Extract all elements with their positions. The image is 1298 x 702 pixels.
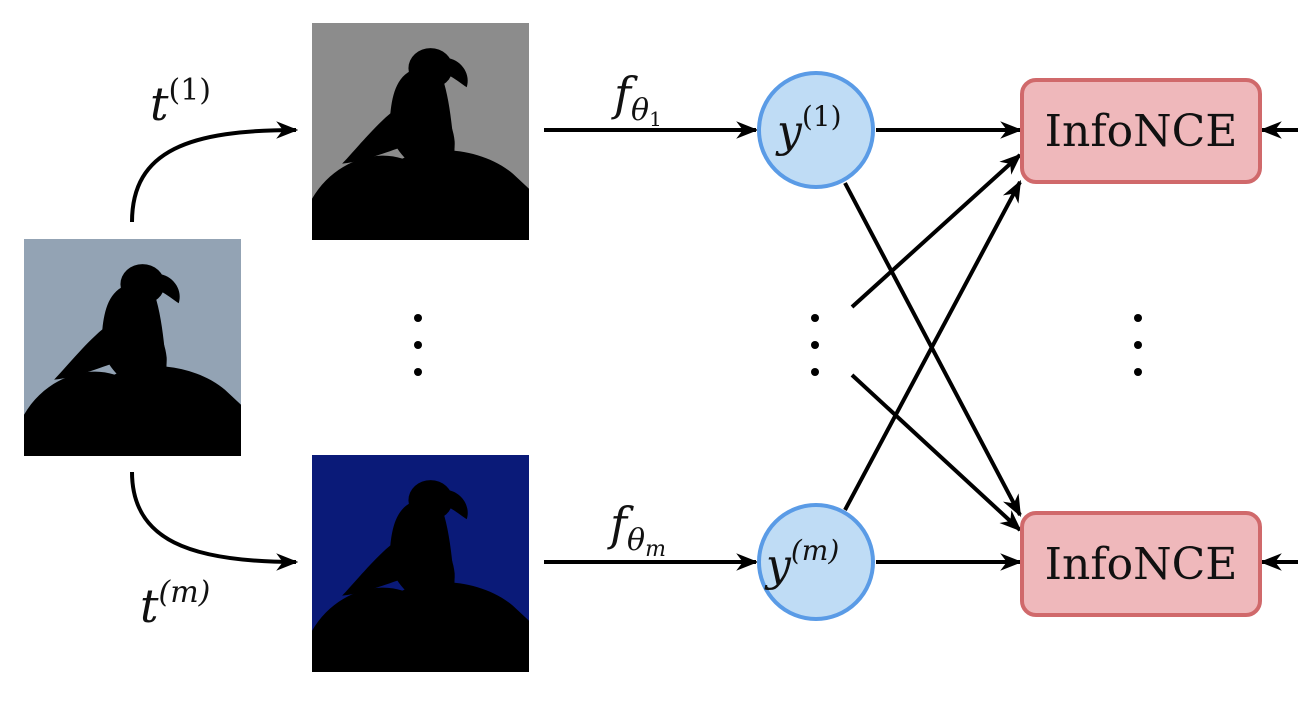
transform-arrow-bottom [130,471,299,571]
embedding-node-bottom: y(m) [757,503,875,621]
ellipsis-embeddings [811,314,819,376]
cross-arrow-dots-to-loss1 [850,153,1022,309]
svg-text:InfoNCE: InfoNCE [1045,106,1238,157]
svg-text:InfoNCE: InfoNCE [1045,539,1238,590]
grayscale-augmented-image: .g .rock { fill:#7e7e7e; } .g .back { fi… [312,23,529,240]
svg-text:y(m): y(m) [764,534,839,591]
encoder-label-top: fθ1 [611,67,662,131]
loss-box-bottom: InfoNCE [1020,511,1262,617]
loss-box-top: InfoNCE [1020,78,1262,184]
svg-text:y(1): y(1) [775,100,842,157]
cross-arrow-ym-to-loss1 [843,180,1022,511]
ellipsis-losses [1134,314,1142,376]
cross-arrow-dots-to-lossm [850,373,1022,532]
encoder-label-bottom: fθm [607,497,666,562]
embedding-node-top: y(1) [757,71,875,189]
original-puffin-image: .o .rock { fill:#8b936c; } .o .back { fi… [24,239,241,456]
transform-label-bottom: t(m) [140,575,210,633]
ellipsis-images [414,314,422,376]
transform-label-top: t(1) [150,73,211,131]
color-jitter-augmented-image: .d .rock { fill:#2a2a16; } .d .back { fi… [312,455,529,672]
transform-arrow-top [130,121,299,223]
